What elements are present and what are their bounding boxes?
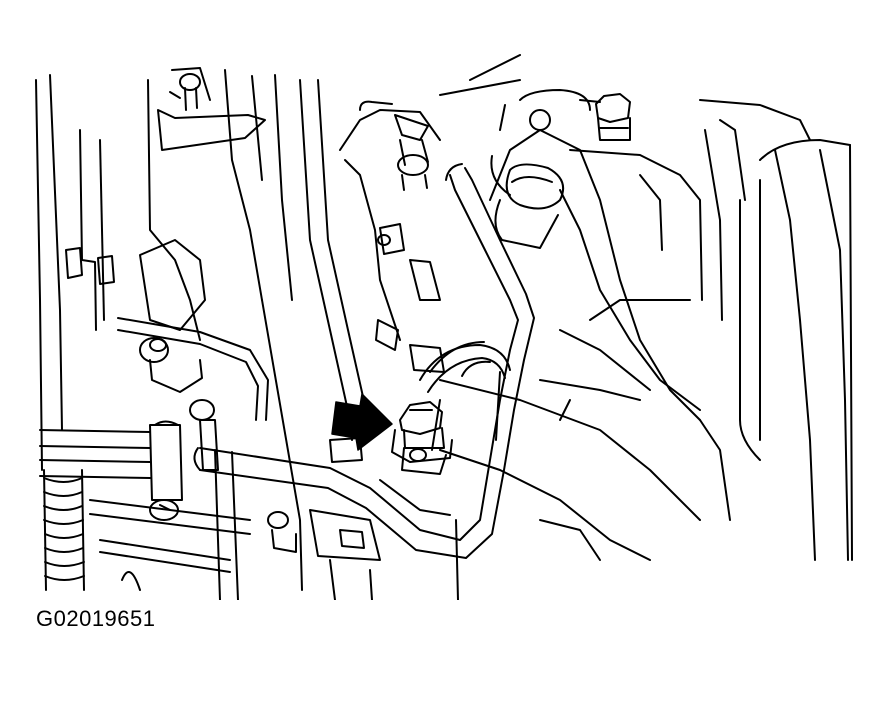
- right-reservoir: [705, 120, 852, 560]
- upper-right-housing: [440, 55, 810, 300]
- hose-clamp: [420, 342, 510, 450]
- engine-bay-illustration: [0, 0, 886, 600]
- figure-code-label: G02019651: [36, 606, 156, 631]
- lower-center-components: [122, 480, 600, 600]
- arrow-right-icon: [332, 394, 392, 450]
- main-bent-tube: [194, 164, 534, 600]
- clamp-bolt-icon: [392, 402, 452, 474]
- horizontal-pipes: [40, 420, 250, 572]
- lower-air-duct: [440, 300, 730, 560]
- upper-bracket: [118, 240, 268, 420]
- corrugated-hose: [44, 470, 84, 590]
- left-frame-panels: [36, 68, 292, 470]
- engine-block-upper: [340, 90, 600, 372]
- large-radiator-hose: [490, 130, 700, 420]
